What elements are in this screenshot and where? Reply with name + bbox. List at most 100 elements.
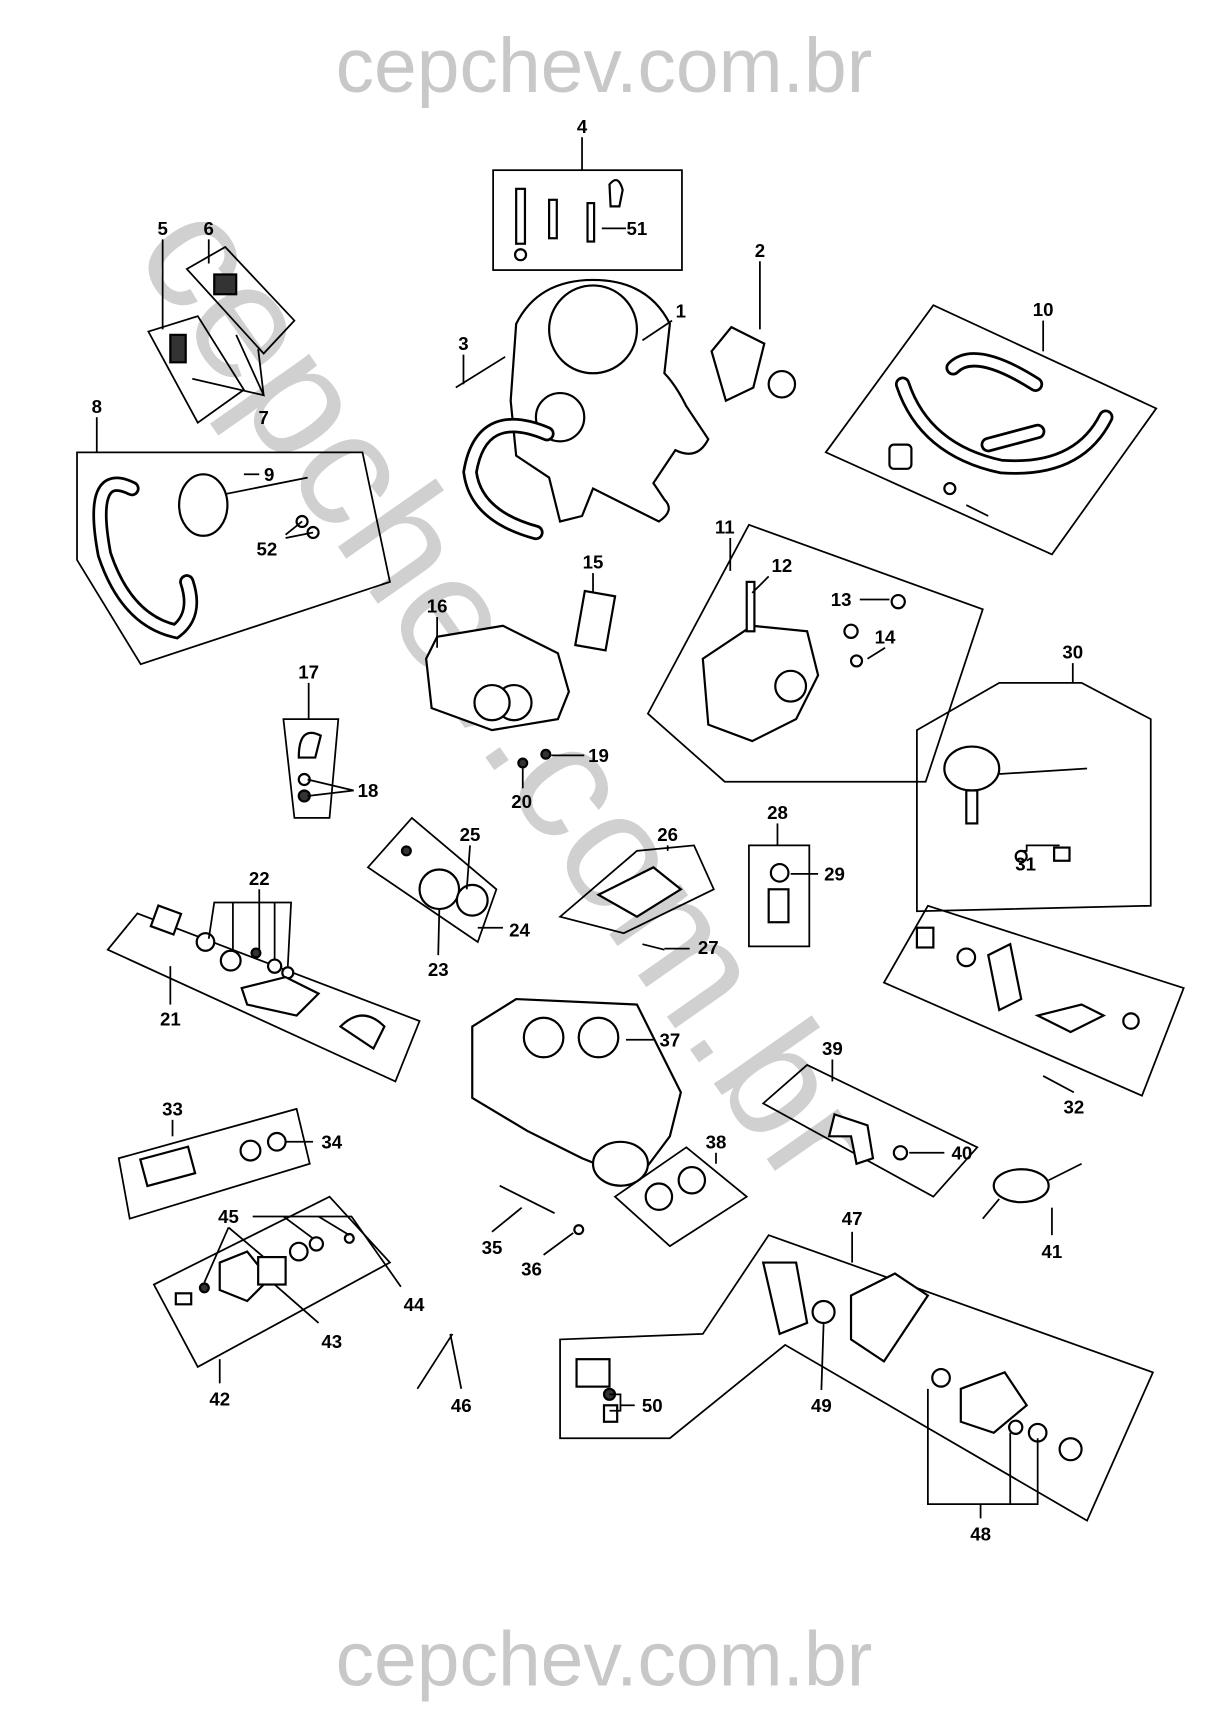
callout-3: 3 bbox=[458, 333, 468, 354]
part-33-34-solenoid bbox=[138, 1131, 287, 1188]
callout-30: 30 bbox=[1062, 642, 1083, 663]
box-17 bbox=[282, 718, 340, 819]
box-30 bbox=[916, 682, 1152, 913]
callout-12: 12 bbox=[771, 555, 792, 576]
callout-11: 11 bbox=[715, 517, 735, 538]
part-10-hoses bbox=[888, 352, 1114, 517]
part-26-cover bbox=[596, 866, 683, 919]
box-47 bbox=[559, 1234, 1155, 1522]
callout-17: 17 bbox=[298, 661, 319, 682]
callout-37: 37 bbox=[659, 1029, 680, 1050]
part-39-40-lever bbox=[827, 1112, 909, 1166]
part-47-50-linkage bbox=[575, 1261, 1083, 1462]
callout-43: 43 bbox=[321, 1331, 342, 1352]
box-5 bbox=[147, 315, 246, 424]
box-39 bbox=[761, 1063, 979, 1198]
callout-33: 33 bbox=[162, 1098, 183, 1119]
part-8-hose-diaphragm bbox=[92, 473, 320, 640]
callout-46: 46 bbox=[451, 1395, 472, 1416]
callout-45: 45 bbox=[218, 1206, 239, 1227]
callout-40: 40 bbox=[952, 1142, 973, 1163]
part-1-carburetor-top bbox=[455, 278, 710, 541]
callout-14: 14 bbox=[875, 626, 896, 647]
callout-19: 19 bbox=[588, 745, 609, 766]
group-boxes bbox=[76, 169, 1185, 1522]
part-4-screws bbox=[513, 178, 624, 262]
box-8 bbox=[76, 451, 391, 666]
box-10 bbox=[824, 304, 1158, 556]
box-28 bbox=[748, 844, 811, 948]
callout-39: 39 bbox=[822, 1038, 843, 1059]
callout-47: 47 bbox=[842, 1208, 863, 1229]
box-38 bbox=[613, 1146, 749, 1248]
callout-38: 38 bbox=[706, 1131, 727, 1152]
callout-10: 10 bbox=[1033, 299, 1054, 320]
part-11-linkage bbox=[701, 580, 906, 743]
callout-8: 8 bbox=[92, 396, 102, 417]
part-42-45-pump-cover bbox=[174, 1232, 355, 1306]
box-33 bbox=[117, 1107, 311, 1220]
callout-5: 5 bbox=[157, 218, 167, 239]
part-15-filter bbox=[574, 589, 617, 652]
callout-50: 50 bbox=[642, 1395, 663, 1416]
callout-4: 4 bbox=[577, 116, 588, 137]
callout-20: 20 bbox=[511, 791, 532, 812]
callout-44: 44 bbox=[404, 1294, 425, 1315]
leader-lines bbox=[95, 137, 1075, 1519]
watermark-bottom: cepchev.com.br bbox=[336, 1616, 873, 1702]
part-41-actuator bbox=[982, 1162, 1082, 1220]
callout-18: 18 bbox=[358, 780, 379, 801]
callout-26: 26 bbox=[657, 824, 678, 845]
callout-41: 41 bbox=[1042, 1241, 1063, 1262]
callout-51: 51 bbox=[627, 218, 648, 239]
callout-28: 28 bbox=[767, 802, 788, 823]
callout-16: 16 bbox=[427, 596, 448, 617]
callout-23: 23 bbox=[428, 959, 449, 980]
callout-labels: 1 2 3 4 5 6 7 8 9 10 11 12 13 14 15 16 1… bbox=[92, 116, 1085, 1544]
callout-2: 2 bbox=[755, 240, 765, 261]
callout-29: 29 bbox=[824, 864, 845, 885]
part-16-gasket bbox=[425, 624, 571, 732]
callout-9: 9 bbox=[264, 464, 274, 485]
part-36-ring bbox=[573, 1224, 585, 1236]
box-21 bbox=[106, 912, 421, 1083]
callout-24: 24 bbox=[509, 919, 530, 940]
part-2-bracket bbox=[710, 325, 797, 403]
part-32-lever-kit bbox=[915, 926, 1140, 1034]
box-11 bbox=[646, 523, 984, 783]
callout-35: 35 bbox=[482, 1237, 503, 1258]
part-37-carburetor-body bbox=[471, 997, 683, 1187]
part-46-rod bbox=[416, 1333, 454, 1390]
watermark-top: cepchev.com.br bbox=[336, 23, 873, 109]
callout-34: 34 bbox=[321, 1131, 342, 1152]
box-4 bbox=[492, 169, 683, 271]
part-drawings bbox=[92, 178, 1140, 1462]
callout-32: 32 bbox=[1064, 1096, 1085, 1117]
callout-13: 13 bbox=[831, 589, 852, 610]
box-42 bbox=[152, 1195, 392, 1369]
box-25 bbox=[366, 816, 498, 944]
part-29-valve bbox=[767, 862, 790, 924]
part-30-vacuum bbox=[943, 745, 1088, 863]
part-38-gasket bbox=[644, 1165, 707, 1211]
callout-1: 1 bbox=[676, 300, 686, 321]
callout-31: 31 bbox=[1015, 854, 1036, 875]
callout-25: 25 bbox=[460, 824, 481, 845]
callout-6: 6 bbox=[204, 218, 214, 239]
part-21-22-pump bbox=[149, 904, 386, 1051]
callout-15: 15 bbox=[583, 552, 604, 573]
callout-7: 7 bbox=[258, 407, 268, 428]
callout-42: 42 bbox=[209, 1388, 230, 1409]
callout-21: 21 bbox=[160, 1008, 181, 1029]
box-26 bbox=[558, 844, 715, 935]
part-35-screw bbox=[499, 1184, 555, 1214]
callout-49: 49 bbox=[811, 1395, 832, 1416]
callout-52: 52 bbox=[257, 539, 278, 560]
callout-27: 27 bbox=[698, 937, 719, 958]
callout-48: 48 bbox=[970, 1523, 991, 1544]
part-17-fitting bbox=[297, 731, 323, 759]
callout-22: 22 bbox=[249, 868, 270, 889]
part-5-6-small bbox=[169, 273, 238, 364]
